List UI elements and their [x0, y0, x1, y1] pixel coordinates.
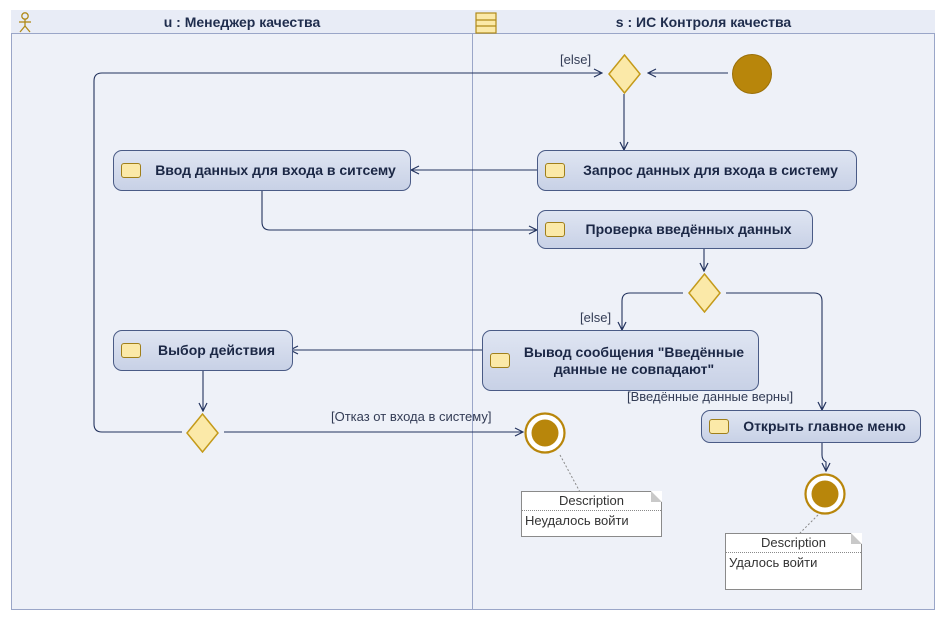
- edge-enter-to-check: [261, 191, 537, 230]
- action-icon: [490, 353, 510, 368]
- edge-menu-to-final-success: [821, 443, 826, 471]
- action-check-data[interactable]: Проверка введённых данных: [537, 210, 813, 249]
- action-choose-label: Выбор действия: [157, 342, 275, 358]
- action-enter-login-label: Ввод данных для входа в ситсему: [155, 162, 396, 178]
- guard-correct: [Введённые данные верны]: [627, 389, 794, 404]
- action-request-login[interactable]: Запрос данных для входа в систему: [537, 150, 857, 191]
- decision-node-choose[interactable]: [186, 413, 219, 453]
- action-show-mismatch[interactable]: Вывод сообщения "Введённые данные не сов…: [482, 330, 759, 391]
- note-anchor-fail: [559, 454, 581, 493]
- action-show-mismatch-label: Вывод сообщения "Введённые данные не сов…: [523, 343, 745, 377]
- action-icon: [709, 419, 729, 434]
- action-check-data-label: Проверка введённых данных: [585, 221, 792, 237]
- action-icon: [121, 343, 141, 358]
- note-success-title: Description: [726, 534, 861, 553]
- note-corner: [651, 491, 662, 502]
- decision-node-check[interactable]: [688, 273, 721, 313]
- action-choose[interactable]: Выбор действия: [113, 330, 293, 371]
- action-open-menu-label: Открыть главное меню: [743, 418, 906, 434]
- note-fail-body: Неудалось войти: [525, 513, 629, 528]
- note-success-body: Удалось войти: [729, 555, 818, 570]
- system-class-icon: [475, 12, 497, 34]
- action-icon: [545, 222, 565, 237]
- note-fail-title: Description: [522, 492, 661, 511]
- note-corner: [851, 533, 862, 544]
- lane-manager: [11, 10, 473, 610]
- note-fail[interactable]: Description Неудалось войти: [521, 491, 662, 537]
- action-icon: [545, 163, 565, 178]
- lane-manager-header[interactable]: u : Менеджер качества: [11, 10, 473, 34]
- edge-decision-to-menu: [726, 292, 822, 410]
- decision-node-top[interactable]: [608, 54, 641, 94]
- final-node-fail[interactable]: [524, 412, 566, 454]
- final-node-success[interactable]: [804, 473, 846, 515]
- action-request-login-label: Запрос данных для входа в систему: [583, 162, 838, 178]
- lane-system-title: s : ИС Контроля качества: [615, 13, 792, 30]
- lane-system-header[interactable]: s : ИС Контроля качества: [472, 10, 935, 34]
- lane-manager-title: u : Менеджер качества: [163, 13, 321, 30]
- guard-else-top: [else]: [560, 52, 592, 67]
- note-anchor-success: [799, 514, 819, 534]
- actor-icon: [19, 12, 31, 33]
- action-open-menu[interactable]: Открыть главное меню: [701, 410, 921, 443]
- edge-loop-back: [93, 73, 602, 433]
- action-enter-login[interactable]: Ввод данных для входа в ситсему: [113, 150, 411, 191]
- guard-else-mid: [else]: [580, 310, 612, 325]
- edge-decision-to-mismatch: [622, 292, 683, 330]
- initial-node[interactable]: [732, 54, 772, 94]
- guard-refuse: [Отказ от входа в систему]: [331, 409, 492, 424]
- note-success[interactable]: Description Удалось войти: [725, 533, 862, 590]
- action-icon: [121, 163, 141, 178]
